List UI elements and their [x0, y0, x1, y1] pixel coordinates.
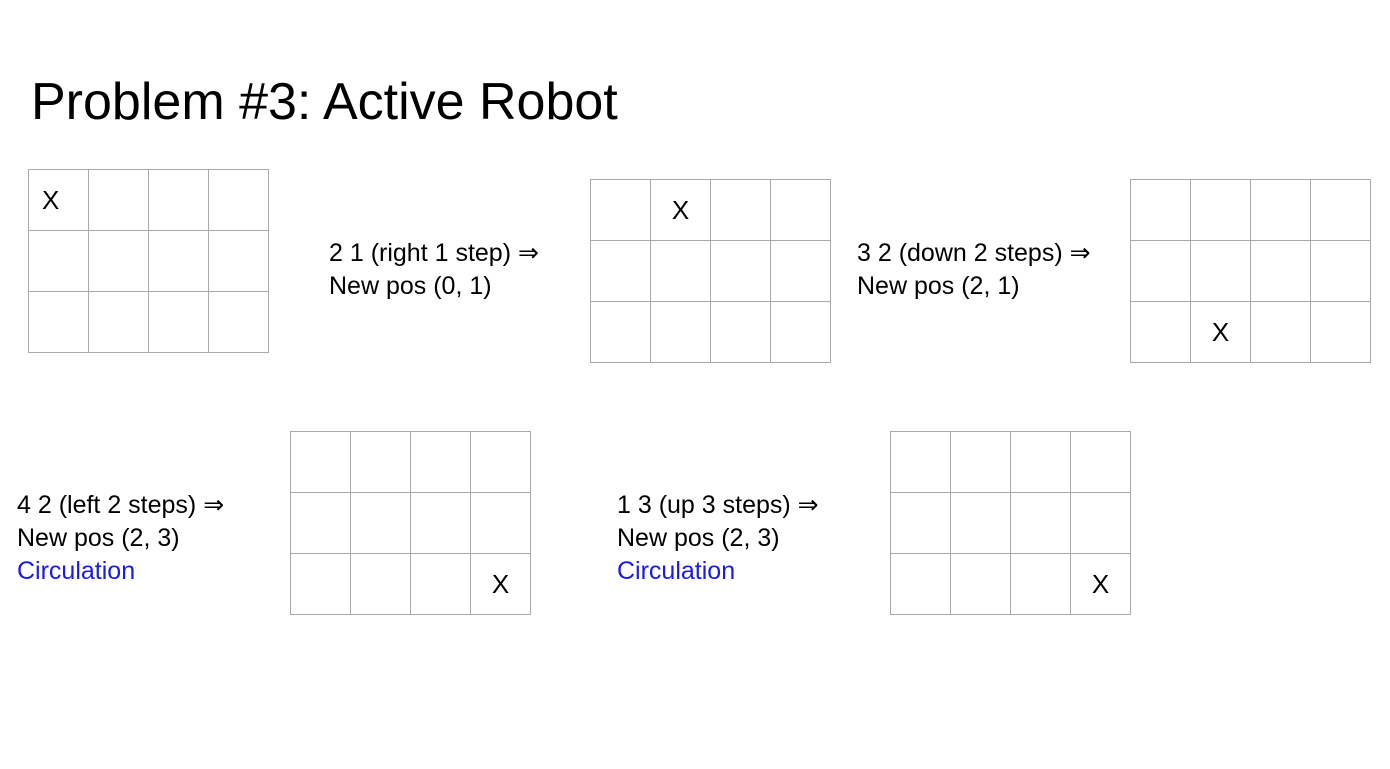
- grid-cell: [591, 302, 651, 363]
- step-4-note: Circulation: [617, 557, 736, 585]
- grid-cell: [209, 170, 269, 231]
- grid-cell: [1311, 241, 1371, 302]
- grid-cell: [1131, 180, 1191, 241]
- grid-cell: X: [651, 180, 711, 241]
- grid-cell: [351, 554, 411, 615]
- grid-cell: X: [1071, 554, 1131, 615]
- grid-cell: X: [29, 170, 89, 231]
- grid-cell: [291, 554, 351, 615]
- grid-cell: [1131, 302, 1191, 363]
- grid-cell: [1311, 180, 1371, 241]
- robot-marker: X: [671, 195, 690, 225]
- grid-cell: [891, 432, 951, 493]
- grid-cell: [1071, 493, 1131, 554]
- slide-title: Problem #3: Active Robot: [31, 73, 618, 131]
- step-2-grid: X: [1130, 179, 1371, 363]
- grid-cell: [891, 493, 951, 554]
- step-4-command: 1 3 (up 3 steps) ⇒: [617, 491, 819, 519]
- grid-cell: [711, 241, 771, 302]
- grid-cell: [891, 554, 951, 615]
- grid-cell: [1131, 241, 1191, 302]
- grid-cell: [209, 231, 269, 292]
- grid-cell: [771, 241, 831, 302]
- grid-cell: [149, 170, 209, 231]
- grid-cell: [29, 231, 89, 292]
- grid-cell: [1251, 302, 1311, 363]
- grid-cell: [291, 493, 351, 554]
- grid-cell: [351, 493, 411, 554]
- step-3-note: Circulation: [17, 557, 136, 585]
- grid-cell: [651, 302, 711, 363]
- step-3-result: New pos (2, 3): [17, 524, 180, 552]
- step-4-grid: X: [890, 431, 1131, 615]
- grid-cell: [291, 432, 351, 493]
- step-2-text: 3 2 (down 2 steps) ⇒ New pos (2, 1): [857, 237, 1091, 303]
- step-1-result: New pos (0, 1): [329, 272, 492, 300]
- grid-cell: [651, 241, 711, 302]
- grid-cell: [209, 292, 269, 353]
- grid-cell: [411, 493, 471, 554]
- step-4-result: New pos (2, 3): [617, 524, 780, 552]
- grid-cell: X: [1191, 302, 1251, 363]
- grid-cell: [1011, 554, 1071, 615]
- grid-cell: [591, 180, 651, 241]
- grid-cell: [771, 302, 831, 363]
- step-4-text: 1 3 (up 3 steps) ⇒ New pos (2, 3) Circul…: [617, 489, 819, 588]
- step-2-result: New pos (2, 1): [857, 272, 1020, 300]
- grid-cell: [1311, 302, 1371, 363]
- grid-cell: [471, 432, 531, 493]
- grid-cell: [471, 493, 531, 554]
- grid-cell: [951, 432, 1011, 493]
- grid-cell: [1011, 493, 1071, 554]
- step-3-text: 4 2 (left 2 steps) ⇒ New pos (2, 3) Circ…: [17, 489, 224, 588]
- robot-marker: X: [1211, 317, 1230, 347]
- grid-cell: X: [471, 554, 531, 615]
- grid-cell: [351, 432, 411, 493]
- grid-cell: [411, 554, 471, 615]
- grid-cell: [1011, 432, 1071, 493]
- grid-cell: [1251, 241, 1311, 302]
- step-2-command: 3 2 (down 2 steps) ⇒: [857, 239, 1091, 267]
- grid-cell: [591, 241, 651, 302]
- grid-cell: [711, 180, 771, 241]
- robot-marker: X: [42, 185, 60, 215]
- grid-cell: [89, 170, 149, 231]
- grid-cell: [951, 554, 1011, 615]
- grid-cell: [411, 432, 471, 493]
- grid-cell: [149, 231, 209, 292]
- step-1-grid: X: [590, 179, 831, 363]
- robot-marker: X: [1091, 569, 1110, 599]
- step-1-command: 2 1 (right 1 step) ⇒: [329, 239, 539, 267]
- step-1-text: 2 1 (right 1 step) ⇒ New pos (0, 1): [329, 237, 539, 303]
- robot-marker: X: [491, 569, 510, 599]
- start-grid: X: [28, 169, 269, 353]
- grid-cell: [771, 180, 831, 241]
- grid-cell: [1071, 432, 1131, 493]
- grid-cell: [149, 292, 209, 353]
- grid-cell: [1191, 180, 1251, 241]
- grid-cell: [29, 292, 89, 353]
- grid-cell: [89, 292, 149, 353]
- grid-cell: [1251, 180, 1311, 241]
- step-3-command: 4 2 (left 2 steps) ⇒: [17, 491, 225, 519]
- grid-cell: [711, 302, 771, 363]
- grid-cell: [89, 231, 149, 292]
- grid-cell: [1191, 241, 1251, 302]
- step-3-grid: X: [290, 431, 531, 615]
- grid-cell: [951, 493, 1011, 554]
